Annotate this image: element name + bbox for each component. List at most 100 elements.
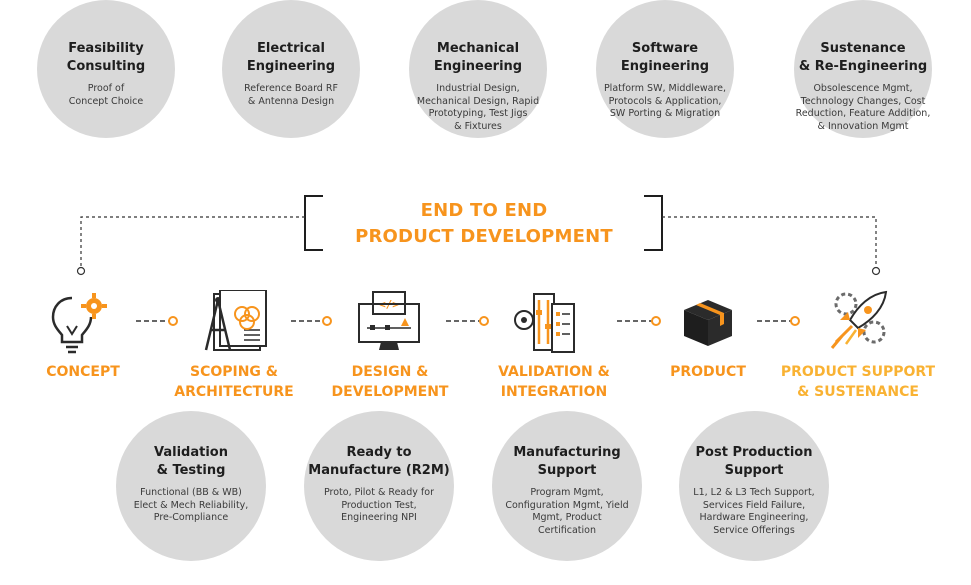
- desc-line: Proto, Pilot & Ready for: [323, 487, 434, 498]
- monitor-code-icon: </>: [358, 291, 420, 350]
- desc-line: Reduction, Feature Addition,: [795, 108, 931, 119]
- desc-line: Mechanical Design, Rapid: [416, 95, 540, 107]
- desc-line: Configuration Mgmt, Yield: [505, 499, 629, 511]
- title-line: PRODUCT DEVELOPMENT: [355, 226, 613, 247]
- step-label-line: ARCHITECTURE: [174, 384, 294, 400]
- service-description: Proof of Concept Choice: [37, 83, 175, 108]
- service-title: Ready to: [346, 445, 412, 460]
- connector-dot: [76, 266, 86, 276]
- dashed-connector-left: [80, 216, 305, 267]
- rocket-gears-icon: [830, 290, 888, 349]
- title-line: END TO END: [420, 200, 548, 221]
- connector-dot: [651, 316, 661, 326]
- desc-line: Engineering NPI: [341, 512, 417, 523]
- dashed-connector-right: [662, 216, 877, 267]
- service-title: Feasibility: [68, 41, 144, 56]
- service-description: Reference Board RF & Antenna Design: [222, 83, 360, 108]
- step-product-support: PRODUCT SUPPORT & SUSTENANCE: [770, 362, 946, 402]
- step-label-line: SCOPING &: [189, 364, 279, 380]
- desc-line: Industrial Design,: [436, 83, 520, 94]
- service-title: Engineering: [433, 59, 523, 74]
- step-label-line: PRODUCT SUPPORT: [780, 364, 936, 380]
- service-title: & Re-Engineering: [798, 59, 928, 74]
- checklist-icon: [514, 293, 575, 353]
- connector-dot: [479, 316, 489, 326]
- step-label-line: CONCEPT: [46, 364, 120, 380]
- service-description: Industrial Design, Mechanical Design, Ra…: [409, 83, 547, 133]
- service-description: Platform SW, Middleware, Protocols & App…: [596, 83, 734, 121]
- step-scoping-architecture: SCOPING & ARCHITECTURE: [164, 362, 304, 402]
- desc-line: Service Offerings: [713, 524, 795, 536]
- desc-line: Protocols & Application,: [608, 95, 722, 107]
- connector-dot: [871, 266, 881, 276]
- service-title: Post Production: [695, 445, 813, 460]
- desc-line: Mgmt, Product: [532, 512, 602, 523]
- service-circle-manufacturing-support: Manufacturing Support Program Mgmt, Conf…: [492, 411, 642, 561]
- service-description: Functional (BB & WB) Elect & Mech Reliab…: [116, 487, 266, 525]
- service-circle-validation-testing: Validation & Testing Functional (BB & WB…: [116, 411, 266, 561]
- lightbulb-gear-icon: [51, 293, 107, 354]
- connector-dot: [790, 316, 800, 326]
- desc-line: & Antenna Design: [247, 95, 335, 107]
- title-bracket-left: [304, 195, 323, 251]
- service-description: Program Mgmt, Configuration Mgmt, Yield …: [492, 487, 642, 537]
- service-title: Manufacturing: [513, 445, 621, 460]
- service-title: Engineering: [246, 59, 336, 74]
- desc-line: & Fixtures: [454, 120, 502, 132]
- service-circle-software: Software Engineering Platform SW, Middle…: [596, 0, 734, 138]
- connector-dot: [168, 316, 178, 326]
- step-label-line: DEVELOPMENT: [331, 384, 449, 400]
- desc-line: Pre-Compliance: [153, 512, 229, 523]
- step-validation-integration: VALIDATION & INTEGRATION: [484, 362, 624, 402]
- step-concept: CONCEPT: [30, 362, 136, 382]
- step-label-line: VALIDATION &: [498, 364, 610, 380]
- step-label-line: & SUSTENANCE: [797, 384, 919, 400]
- desc-line: Certification: [538, 524, 596, 536]
- box-icon: [684, 300, 732, 346]
- desc-line: Technology Changes, Cost: [800, 95, 926, 107]
- service-description: Proto, Pilot & Ready for Production Test…: [304, 487, 454, 525]
- service-title: Support: [537, 463, 597, 478]
- service-title: & Testing: [156, 463, 226, 478]
- desc-line: Proof of: [87, 83, 125, 94]
- service-description: Obsolescence Mgmt, Technology Changes, C…: [794, 83, 932, 133]
- desc-line: Concept Choice: [68, 95, 144, 107]
- service-title: Engineering: [620, 59, 710, 74]
- desc-line: Hardware Engineering,: [699, 512, 809, 523]
- page-title: END TO END PRODUCT DEVELOPMENT: [305, 198, 663, 250]
- service-title: Mechanical: [436, 41, 520, 56]
- service-circle-sustenance: Sustenance & Re-Engineering Obsolescence…: [794, 0, 932, 138]
- desc-line: Platform SW, Middleware,: [603, 83, 727, 94]
- blueprint-compass-icon: [204, 290, 267, 351]
- step-label-line: DESIGN &: [351, 364, 429, 380]
- desc-line: Functional (BB & WB): [140, 487, 242, 498]
- service-circle-r2m: Ready to Manufacture (R2M) Proto, Pilot …: [304, 411, 454, 561]
- desc-line: Reference Board RF: [244, 83, 338, 94]
- desc-line: Prototyping, Test Jigs: [428, 108, 528, 119]
- service-circle-post-production: Post Production Support L1, L2 & L3 Tech…: [679, 411, 829, 561]
- service-description: L1, L2 & L3 Tech Support, Services Field…: [679, 487, 829, 537]
- service-circle-electrical: Electrical Engineering Reference Board R…: [222, 0, 360, 138]
- service-title: Validation: [154, 445, 228, 460]
- step-design-development: DESIGN & DEVELOPMENT: [320, 362, 460, 402]
- step-product: PRODUCT: [656, 362, 760, 382]
- step-label-line: PRODUCT: [670, 364, 746, 380]
- service-title: Software: [631, 41, 699, 56]
- desc-line: Services Field Failure,: [702, 499, 806, 511]
- desc-line: Obsolescence Mgmt,: [813, 83, 913, 94]
- desc-line: Production Test,: [341, 499, 417, 511]
- service-title: Electrical: [257, 41, 325, 56]
- service-circle-mechanical: Mechanical Engineering Industrial Design…: [409, 0, 547, 138]
- service-title: Sustenance: [820, 41, 906, 56]
- desc-line: Elect & Mech Reliability,: [133, 499, 249, 511]
- service-title: Support: [724, 463, 784, 478]
- desc-line: & Innovation Mgmt: [817, 120, 909, 132]
- step-label-line: INTEGRATION: [500, 384, 608, 400]
- title-bracket-right: [644, 195, 663, 251]
- service-circle-feasibility: Feasibility Consulting Proof of Concept …: [37, 0, 175, 138]
- connector-dot: [322, 316, 332, 326]
- service-title: Manufacture (R2M): [308, 463, 450, 478]
- desc-line: SW Porting & Migration: [609, 108, 721, 119]
- desc-line: Program Mgmt,: [530, 487, 604, 498]
